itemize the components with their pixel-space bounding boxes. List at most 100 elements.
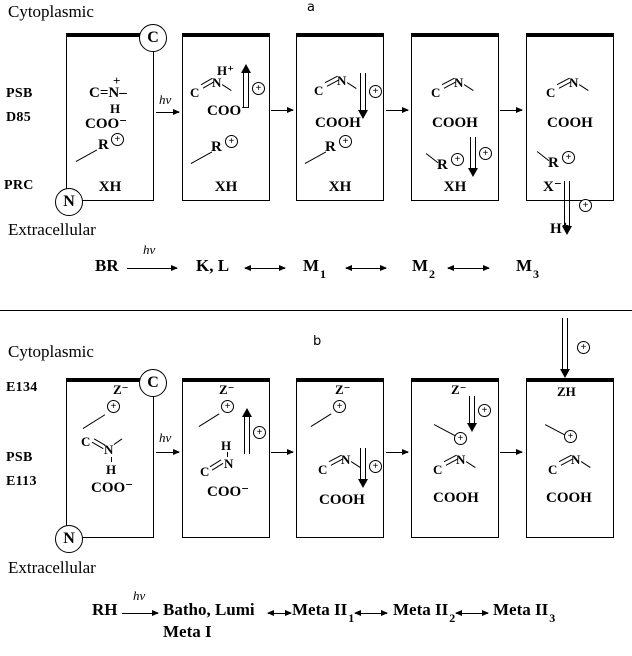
step-arrow xyxy=(386,448,409,455)
terminal-c-a: C xyxy=(139,24,167,52)
oplus-icon: + xyxy=(564,430,577,443)
state-label-br: BR xyxy=(95,256,119,275)
state-subscript: 3 xyxy=(549,611,556,625)
carboxyl-label: COOH xyxy=(546,490,592,506)
sb-c: C xyxy=(433,462,443,477)
oplus-icon: + xyxy=(253,426,266,439)
psb-label-a: PSB xyxy=(6,86,33,101)
figure-label-a: a xyxy=(307,0,315,15)
cytoplasmic-label-b: Cytoplasmic xyxy=(8,342,94,361)
equilibrium-arrow xyxy=(267,609,292,616)
proton-transfer-arrow-down xyxy=(467,137,479,177)
sb-h: H xyxy=(110,101,121,116)
retinal-r-group: R xyxy=(437,157,448,173)
retinal-bond xyxy=(544,424,565,436)
oplus-icon: + xyxy=(562,151,575,164)
state-subscript: 1 xyxy=(320,267,327,281)
oplus-icon: + xyxy=(479,147,492,160)
sb-c: C xyxy=(546,85,556,100)
sb-tail-bond xyxy=(465,461,476,469)
oplus-icon: + xyxy=(333,400,346,413)
extracellular-label-b: Extracellular xyxy=(8,558,96,577)
cytoplasmic-label-a: Cytoplasmic xyxy=(8,2,94,21)
proton-uptake-arrow xyxy=(559,318,571,378)
counterion-label: XH xyxy=(98,179,122,195)
state-label-kl: K, L xyxy=(196,256,230,275)
panel-divider xyxy=(0,310,632,311)
sb-tail-bond xyxy=(113,438,123,446)
e134-group-label: Z⁻ xyxy=(451,382,467,397)
step-arrow xyxy=(500,448,523,455)
retinal-r-group: R xyxy=(548,155,559,171)
state-box-rh: Z⁻ + C N H COO⁻ xyxy=(66,378,154,538)
sb-h-bond xyxy=(227,452,229,457)
oplus-icon: + xyxy=(577,341,590,354)
retinal-bond xyxy=(198,413,220,428)
state-box-kl: H⁺ C N + COO⁻ R + XH xyxy=(182,33,270,201)
oplus-icon: + xyxy=(454,432,467,445)
sb-c: C xyxy=(200,464,210,479)
state-box-m2: C N COOH R + + XH xyxy=(411,33,499,201)
step-arrow xyxy=(271,448,294,455)
sb-n: N xyxy=(456,452,466,467)
sb-n: N xyxy=(224,456,234,471)
hv-label: hv xyxy=(133,588,146,603)
state-box-m3: C N COOH R + X⁻ xyxy=(526,33,614,201)
prc-label: PRC xyxy=(4,178,34,193)
hv-label: hv xyxy=(143,242,156,257)
hv-arrow xyxy=(127,264,178,271)
state-box-m1: C N + COOH R + XH xyxy=(296,33,384,201)
equilibrium-arrow xyxy=(455,609,489,616)
state-label-meta2-2: Meta II2 xyxy=(393,600,456,625)
equilibrium-arrow xyxy=(244,264,286,271)
equilibrium-arrow xyxy=(447,264,490,271)
sb-tail-bond xyxy=(580,461,591,469)
equilibrium-arrow xyxy=(354,609,388,616)
oplus-icon: + xyxy=(111,133,124,146)
state-box-meta2-3: ZH + C N COOH xyxy=(526,378,614,538)
psb-label-b: PSB xyxy=(6,450,33,465)
oplus-icon: + xyxy=(579,199,592,212)
carboxyl-label: COO⁻ xyxy=(85,116,128,132)
terminal-c-b: C xyxy=(139,369,167,397)
retinal-bond xyxy=(433,424,456,437)
step-arrow xyxy=(386,106,409,113)
state-label-batho-lumi: Batho, Lumi xyxy=(163,600,255,619)
carboxyl-label: COO⁻ xyxy=(207,484,250,500)
schiff-base: C=N– xyxy=(89,85,127,101)
e134-group-label: Z⁻ xyxy=(113,382,129,397)
sb-h: H xyxy=(221,438,232,453)
state-label-m2: M2 xyxy=(412,256,436,281)
state-box-batho: Z⁻ + + H N C COO⁻ xyxy=(182,378,270,538)
carboxyl-label: COOH xyxy=(433,490,479,506)
retinal-bond xyxy=(304,151,327,165)
sb-tail-bond xyxy=(221,84,232,92)
carboxyl-label: COO⁻ xyxy=(91,480,134,496)
figure-label-b: b xyxy=(313,334,322,349)
state-box-br: + C=N– H COO⁻ R + XH xyxy=(66,33,154,201)
retinal-r-group: R xyxy=(211,139,222,155)
sb-n: N xyxy=(569,75,579,90)
hv-label: hv xyxy=(159,92,172,107)
state-label-meta2-3: Meta II3 xyxy=(493,600,556,625)
oplus-icon: + xyxy=(339,135,352,148)
e113-label: E113 xyxy=(6,474,37,489)
terminal-n-b: N xyxy=(55,525,83,553)
oplus-icon: + xyxy=(369,460,382,473)
retinal-r-group: R xyxy=(98,137,109,153)
carboxyl-label: COOH xyxy=(432,115,478,131)
proton-transfer-arrow-down xyxy=(357,448,369,488)
oplus-icon: + xyxy=(221,400,234,413)
state-label-m3: M3 xyxy=(516,256,540,281)
sb-double-bond xyxy=(209,459,224,471)
oplus-icon: + xyxy=(107,400,120,413)
sb-c: C xyxy=(548,462,558,477)
oplus-icon: + xyxy=(478,404,491,417)
sb-c: C xyxy=(314,83,324,98)
hv-arrow xyxy=(122,609,159,616)
sb-n: N xyxy=(341,452,351,467)
sb-tail-bond xyxy=(463,84,474,92)
carboxyl-label: COOH xyxy=(319,492,365,508)
proton-transfer-arrow-up xyxy=(240,64,252,108)
counterion-label: XH xyxy=(443,179,467,195)
